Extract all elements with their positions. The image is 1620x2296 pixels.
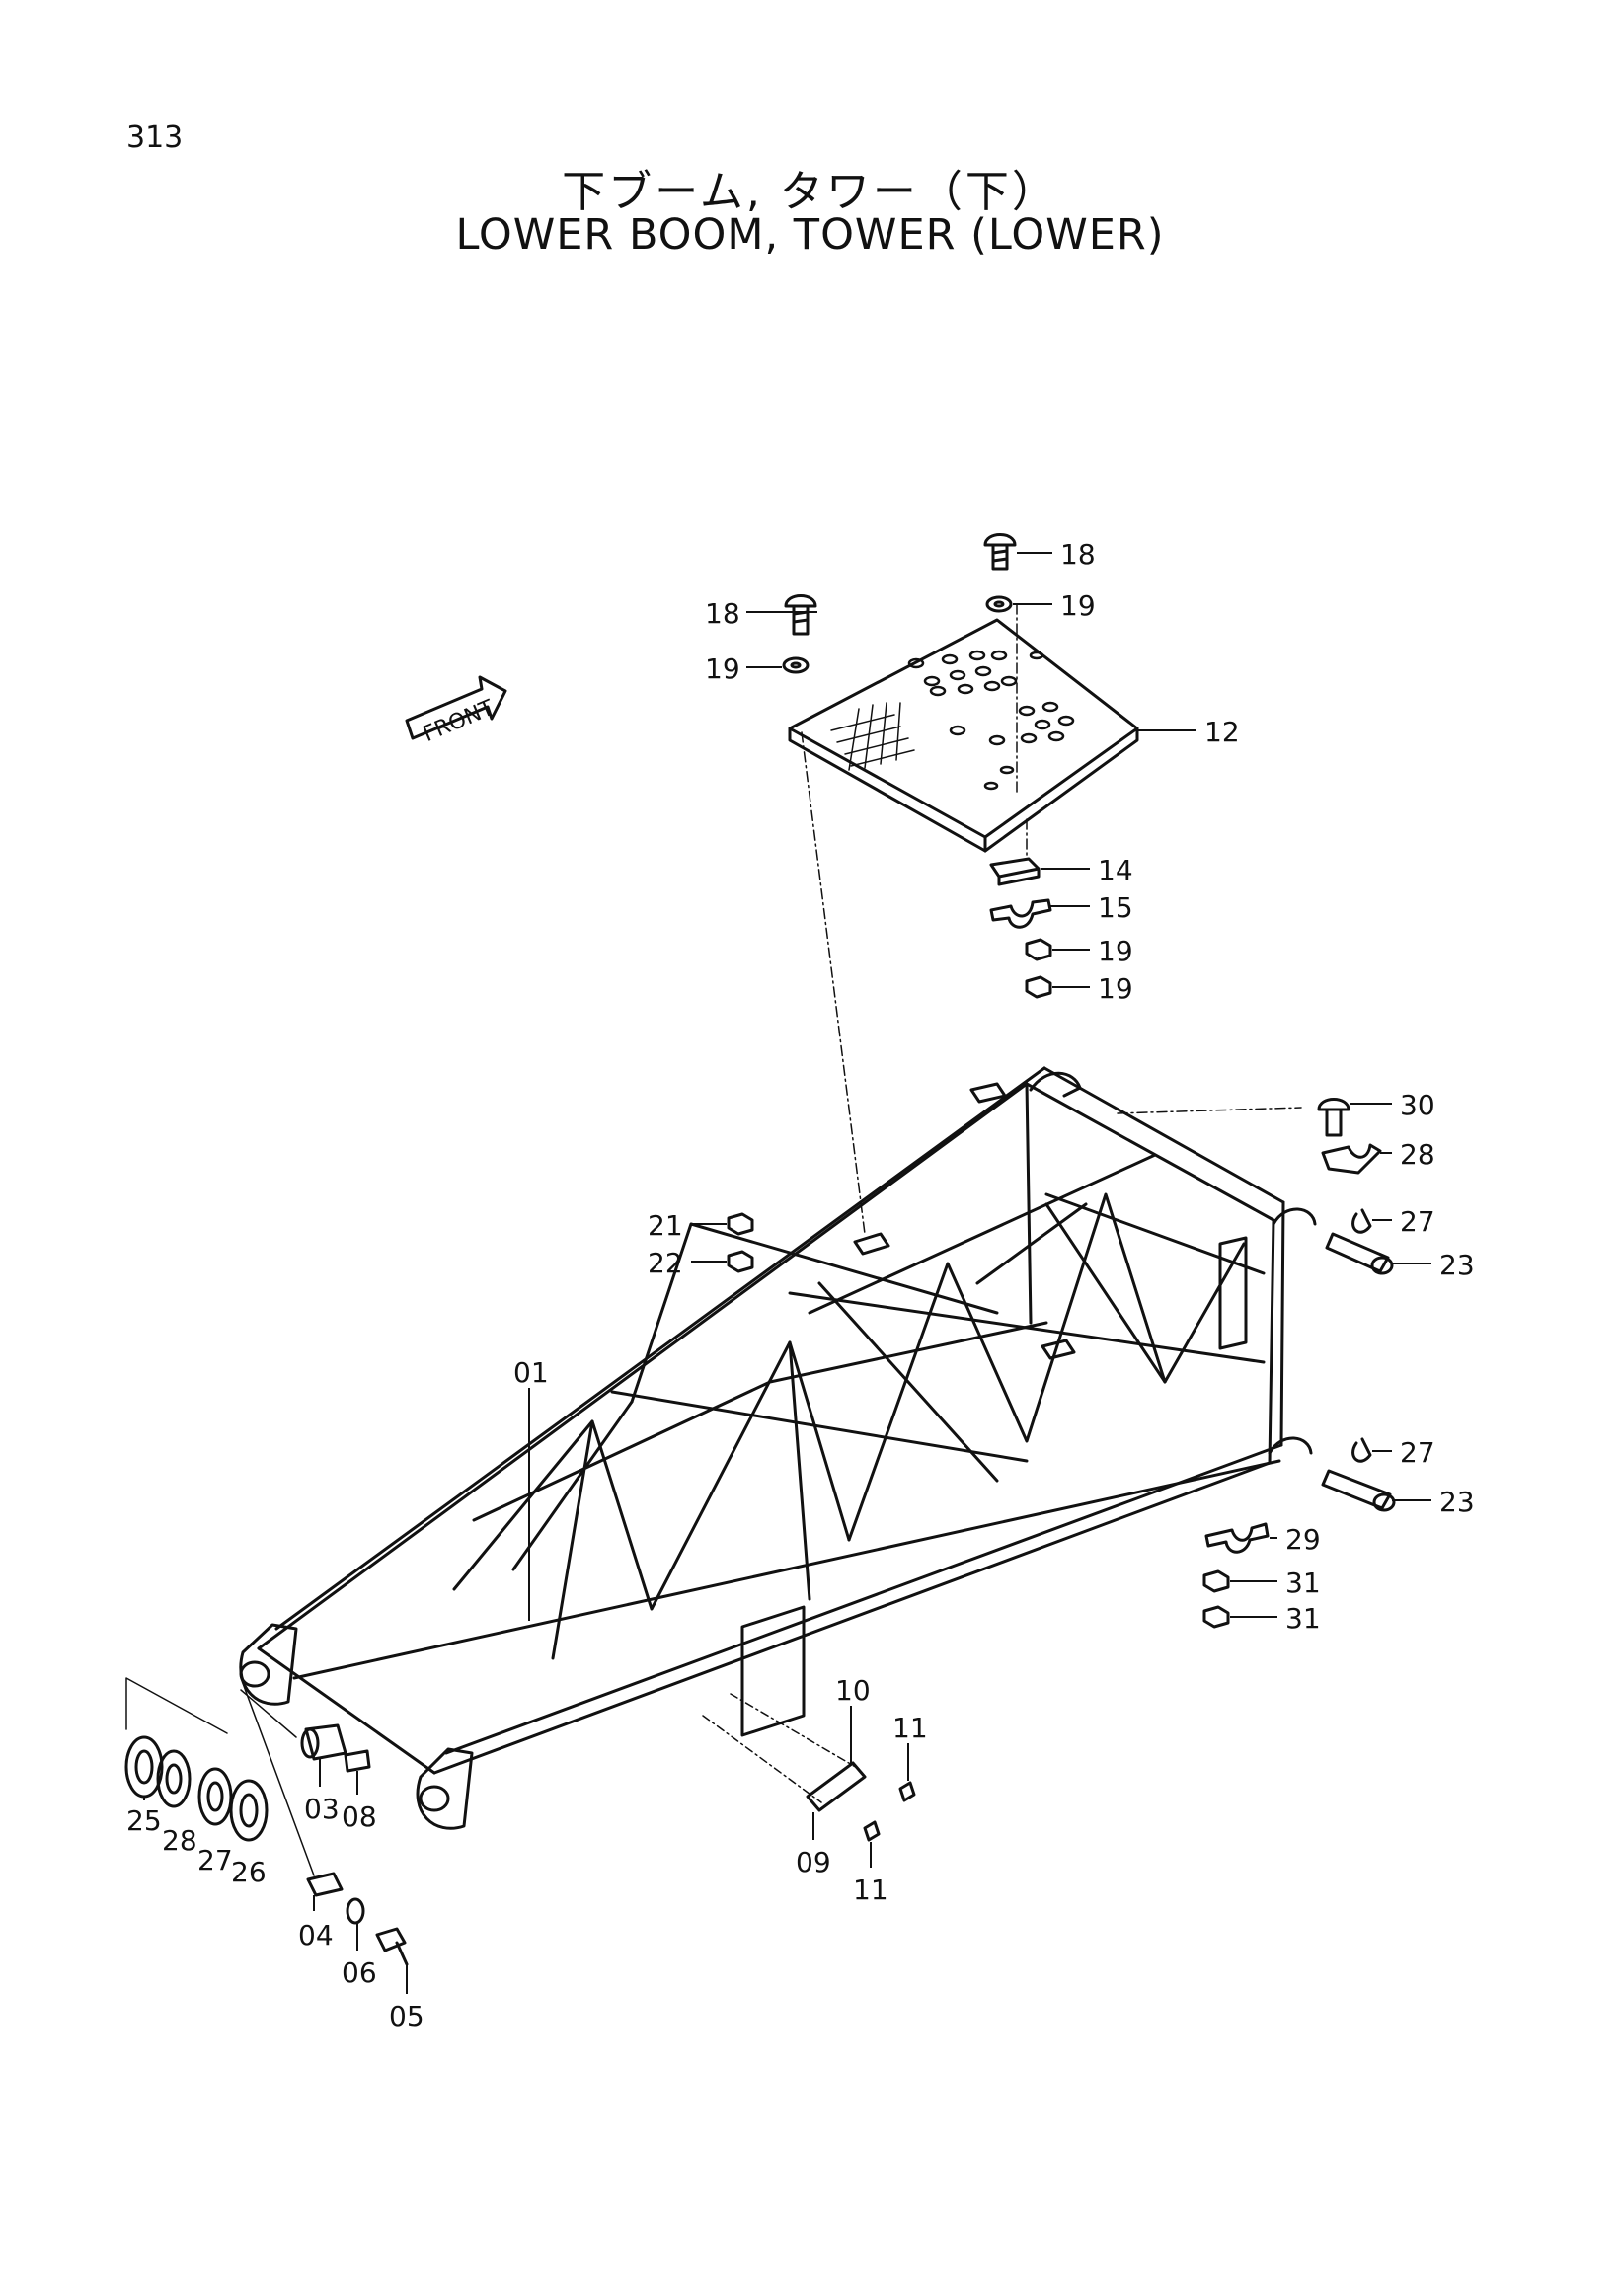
callout-09: 09 [796,1846,831,1878]
callout-10: 10 [835,1674,871,1707]
callout-18-top: 19 [1060,589,1096,622]
bush-03-icon [300,1723,347,1761]
callout-04: 04 [298,1919,334,1952]
callout-01: 01 [513,1356,549,1389]
callout-19-b: 19 [1098,972,1133,1005]
callout-16: 18 [705,597,740,630]
callout-19-a: 19 [1098,935,1133,967]
callout-26: 26 [231,1856,267,1888]
callout-30: 30 [1400,1089,1435,1121]
washer-06-icon [346,1897,365,1925]
washer-25-icon [124,1735,164,1799]
bolt-17-icon [983,533,1017,571]
callout-14: 14 [1098,854,1133,886]
bolt-16-icon [784,594,817,636]
deck-plate [788,618,1139,853]
callout-15: 15 [1098,891,1133,924]
page-title-japanese: 下ブーム, タワー（下） [562,167,1058,217]
callout-28: 28 [1400,1138,1435,1171]
callout-19-d: 22 [648,1247,683,1279]
callout-25: 25 [126,1804,162,1837]
screw-11-icon [863,1781,916,1842]
callout-08: 08 [342,1800,377,1833]
washer-18-icon [782,595,1013,674]
callout-21: 23 [1439,1249,1475,1281]
callout-17: 18 [1060,538,1096,571]
callout-12: 12 [1204,716,1240,748]
page-number: 313 [126,120,184,155]
bracket-lines [125,1677,315,1876]
callout-29: 29 [1285,1523,1321,1556]
clamp-29-icon [1204,1522,1270,1554]
clip-23-icon [1351,1208,1372,1463]
callout-31-b: 31 [1285,1602,1321,1635]
lower-boom-frame [239,1066,1317,1830]
callout-11-bottom: 11 [853,1874,888,1906]
nut-31-icon [1202,1569,1230,1629]
callout-03: 03 [304,1793,340,1825]
washer-27-icon [156,1749,233,1826]
page-title-english: LOWER BOOM, TOWER (LOWER) [455,210,1165,260]
callout-06: 06 [342,1956,377,1989]
washer-26-icon [229,1779,269,1842]
callout-31-a: 31 [1285,1567,1321,1599]
clamp-14-icon [989,857,1041,886]
bolt-30-icon [1317,1098,1350,1137]
plate-04-icon [306,1872,344,1897]
callout-19-c: 21 [648,1209,683,1242]
cover-09-10-icon [702,1693,867,1812]
clamp-28-icon [1321,1143,1382,1175]
pin-22-icon [1321,1469,1396,1512]
callout-27-a: 28 [162,1824,197,1857]
grease-fitting-08-icon [344,1749,371,1773]
callout-23-bottom: 27 [1400,1436,1435,1469]
callout-22: 23 [1439,1486,1475,1518]
pin-21-icon [1325,1232,1394,1275]
callout-27-b: 27 [197,1844,233,1876]
callout-18-left: 19 [705,652,740,685]
front-arrow-icon: FRONT [405,675,507,748]
clamp-15-icon [989,898,1052,929]
callout-23-top: 27 [1400,1205,1435,1238]
bolt-05-icon [375,1927,409,1966]
callout-11-top: 11 [892,1712,928,1744]
nut-19-icon [727,938,1052,1273]
callout-05: 05 [389,2000,424,2032]
front-label: FRONT [420,696,498,748]
